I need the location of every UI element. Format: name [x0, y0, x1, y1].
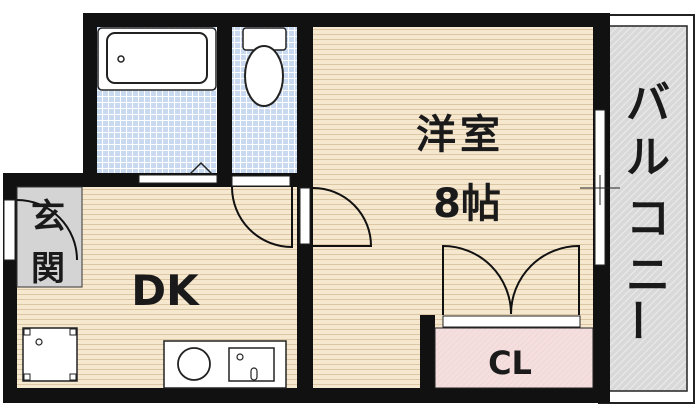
toilet-door [231, 175, 291, 187]
entrance-area [16, 186, 83, 288]
toilet-door-swing [231, 186, 293, 249]
balcony [598, 14, 695, 404]
balcony-label: バ ル コ ニ ー [611, 78, 670, 342]
dk-label: DK [131, 266, 200, 315]
closet [434, 327, 594, 389]
room-door-swing [312, 187, 373, 247]
step-icon [189, 161, 213, 175]
toilet-icon [242, 27, 287, 107]
kitchen-counter-icon [163, 340, 287, 389]
entrance-label-bottom: 関 [31, 249, 65, 289]
entrance-label-top: 玄 [31, 197, 65, 237]
closet-door-swing [442, 244, 580, 315]
western-room-size: 8帖 [433, 181, 501, 227]
closet-wall [420, 315, 435, 388]
bathroom-door [138, 174, 218, 184]
bathtub-icon [97, 27, 217, 91]
balcony-char: バ [626, 78, 670, 129]
balcony-char: コ [626, 193, 670, 244]
room-door-frame [299, 187, 311, 245]
closet-label: CL [488, 344, 532, 382]
entrance-door [3, 199, 16, 261]
entrance-door-swing [16, 199, 78, 261]
balcony-char: ル [626, 132, 670, 183]
fridge-space-icon [22, 327, 78, 382]
closet-threshold [442, 315, 581, 328]
balcony-char: ー [611, 298, 662, 342]
balcony-char: ニ [626, 250, 670, 301]
western-room-name: 洋室 [416, 112, 504, 158]
